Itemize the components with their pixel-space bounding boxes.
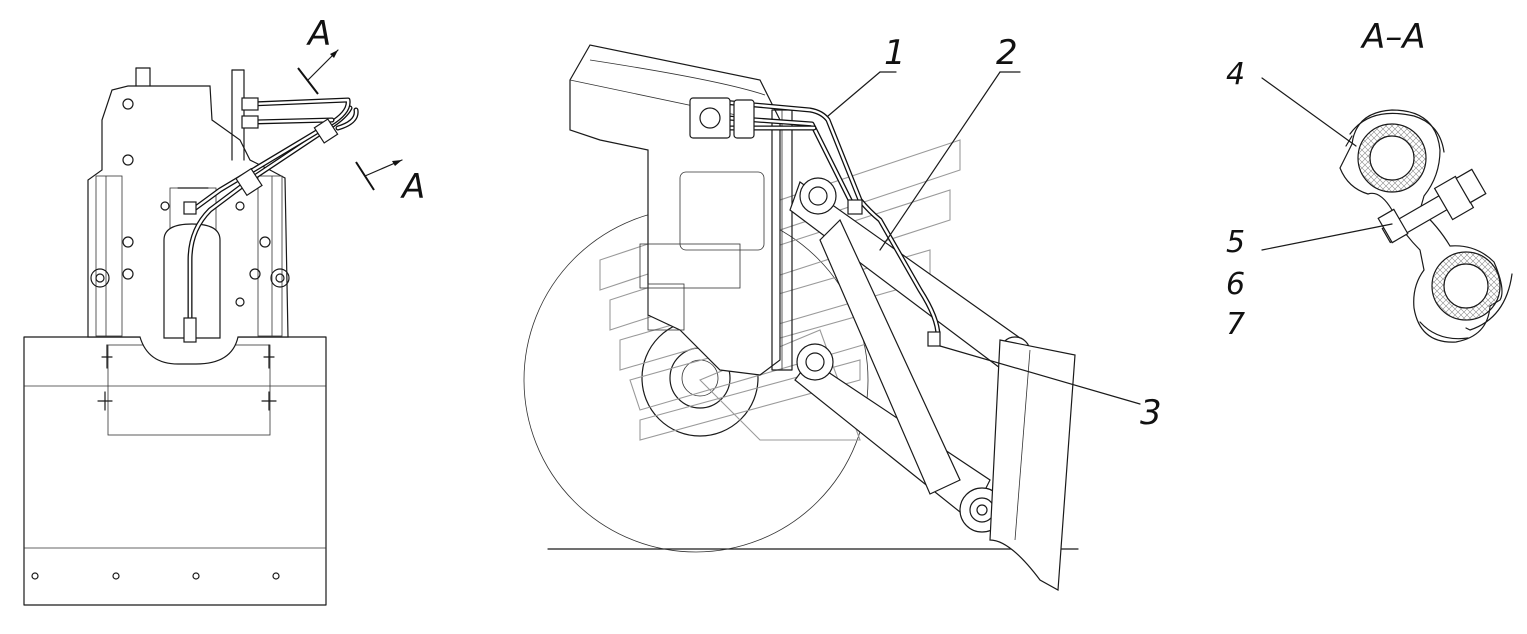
callout-1: 1 (827, 33, 906, 117)
section-title: A–A (1360, 17, 1426, 57)
section-label-a-bottom: A (400, 167, 425, 207)
blade-bolts (31, 344, 280, 580)
linkage (789, 177, 1031, 533)
section-a-a: A–A 4 5 6 7 (1226, 17, 1513, 343)
callout-3: 3 (939, 345, 1162, 433)
callout-4: 4 (1226, 57, 1357, 147)
callout-label-1: 1 (884, 33, 906, 73)
blade (23, 336, 327, 606)
front-hoses (183, 97, 359, 343)
callout-label-4: 4 (1226, 57, 1245, 92)
callout-label-3: 3 (1140, 393, 1162, 433)
section-mark-bottom: A (355, 159, 425, 207)
callout-label-7: 7 (1226, 307, 1245, 342)
clamp-bolt (1377, 168, 1487, 244)
mount-plate (87, 67, 290, 365)
callout-label-5: 5 (1226, 225, 1245, 260)
section-label-a-top: A (306, 14, 331, 54)
front-view: A A (23, 14, 425, 606)
blade-side (989, 339, 1076, 591)
side-frame (569, 44, 781, 376)
callout-2: 2 (879, 33, 1021, 251)
side-hoses (689, 97, 941, 347)
side-view: 1 2 3 (523, 33, 1162, 591)
callout-5: 5 (1226, 223, 1393, 260)
callout-label-6: 6 (1226, 267, 1245, 302)
section-mark-top: A (297, 14, 339, 95)
callout-label-2: 2 (996, 33, 1018, 73)
